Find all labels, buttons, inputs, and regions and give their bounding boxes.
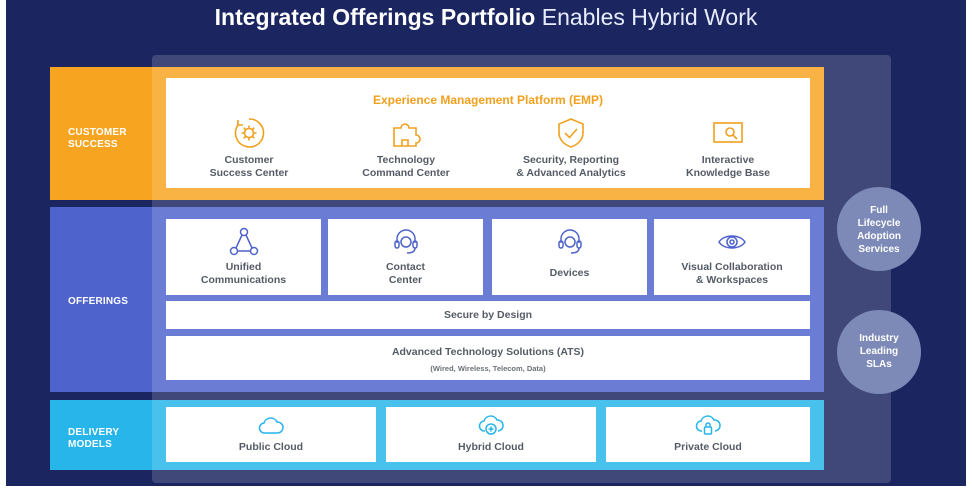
emp-item-label: Interactive Knowledge Base [685,154,771,179]
gear-circle-icon [232,116,266,150]
ats-title: Advanced Technology Solutions (ATS) [391,346,585,358]
lifecycle-adoption-circle: Full Lifecycle Adoption Services [837,187,921,271]
delivery-label: Hybrid Cloud [458,441,524,453]
offering-unified-communications: Unified Communications [166,219,321,295]
delivery-models-label: DELIVERY MODELS [68,427,120,450]
customer-success-label: CUSTOMER SUCCESS [68,127,127,150]
cloud-plus-icon [478,414,504,436]
emp-item-label: Technology Command Center [362,154,450,179]
delivery-label: Public Cloud [238,441,304,453]
headset-icon [391,227,421,257]
offering-devices: Devices [492,219,647,295]
puzzle-icon [389,116,423,150]
emp-item-technology-command-center: Technology Command Center [331,116,481,180]
title-bold: Integrated Offerings Portfolio [214,4,536,30]
offerings-label: OFFERINGS [68,296,129,307]
offering-contact-center: Contact Center [328,219,483,295]
offering-visual-collaboration: Visual Collaboration & Workspaces [654,219,810,295]
emp-item-security-reporting: Security, Reporting & Advanced Analytics [496,116,646,180]
emp-item-label: Security, Reporting & Advanced Analytics [516,154,626,179]
headset-icon [555,227,585,257]
emp-title: Experience Management Platform (EMP) [372,93,604,107]
network-triangle-icon [229,227,259,257]
delivery-private-cloud: Private Cloud [606,407,810,462]
title-light: Enables Hybrid Work [541,4,758,30]
cloud-lock-icon [695,414,721,436]
secure-by-design-bar: Secure by Design [166,301,810,329]
page-title: Integrated Offerings Portfolio Enables H… [6,4,966,31]
monitor-search-icon [711,116,745,150]
delivery-label: Private Cloud [674,441,742,453]
cloud-icon [258,414,284,436]
emp-item-label: Customer Success Center [209,154,289,179]
offering-label: Unified Communications [200,261,287,286]
emp-box: Experience Management Platform (EMP) Cus… [166,78,810,188]
offering-label: Contact Center [385,261,426,286]
delivery-public-cloud: Public Cloud [166,407,376,462]
emp-item-customer-success-center: Customer Success Center [174,116,324,180]
eye-icon [717,227,747,257]
industry-slas-circle: Industry Leading SLAs [837,310,921,394]
shield-check-icon [554,116,588,150]
ats-subtitle: (Wired, Wireless, Telecom, Data) [430,364,546,373]
delivery-hybrid-cloud: Hybrid Cloud [386,407,596,462]
emp-item-interactive-knowledge-base: Interactive Knowledge Base [653,116,803,180]
offering-label: Visual Collaboration & Workspaces [681,261,783,286]
ats-bar: Advanced Technology Solutions (ATS) (Wir… [166,336,810,380]
offering-label: Devices [549,267,590,279]
